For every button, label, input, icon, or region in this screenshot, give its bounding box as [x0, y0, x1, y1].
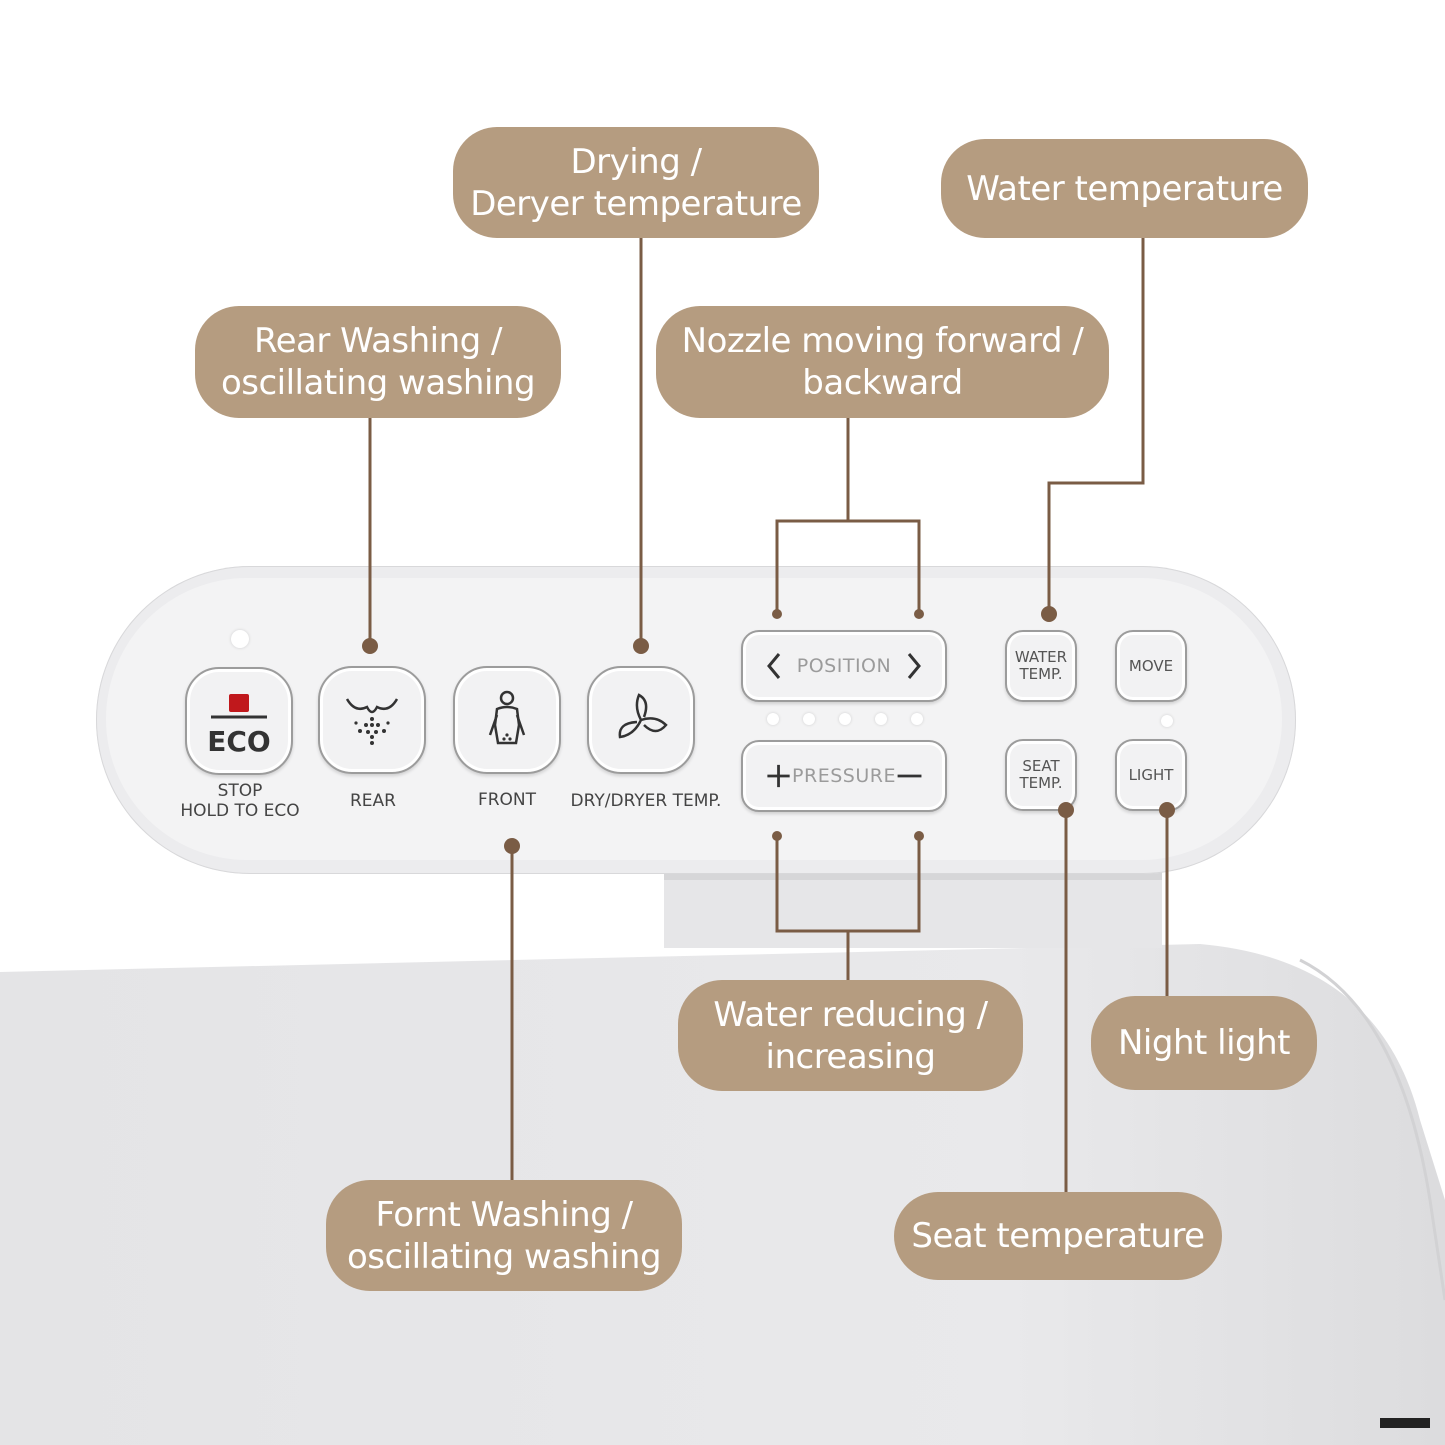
light-button[interactable]: LIGHT [1115, 739, 1187, 811]
callout-water-reducing-line2: increasing [765, 1036, 936, 1077]
callout-night-light-text: Night light [1117, 1023, 1291, 1063]
pressure-led-3 [839, 713, 851, 725]
leader-water-reducing [775, 836, 921, 980]
move-button[interactable]: MOVE [1115, 630, 1187, 702]
pressure-label: PRESSURE [792, 765, 896, 787]
stop-eco-button[interactable]: ECO [185, 667, 293, 775]
callout-nozzle-line1: Nozzle moving forward / [681, 321, 1084, 361]
callout-rear-washing: Rear Washing /oscillating washing [195, 306, 561, 418]
rear-button[interactable] [318, 666, 426, 774]
position-label: POSITION [796, 655, 892, 677]
callout-front-washing: Fornt Washing /oscillating washing [326, 1180, 682, 1291]
callout-water-temperature-text: Water temperature [966, 168, 1283, 209]
leader-water-temp [1047, 238, 1145, 614]
stop-label: STOP HOLD TO ECO [160, 781, 320, 821]
front-label: FRONT [477, 790, 537, 810]
callout-seat-temperature: Seat temperature [894, 1192, 1222, 1280]
light-label: LIGHT [1128, 765, 1174, 784]
pressure-button[interactable]: PRESSURE [741, 740, 947, 812]
callout-water-reducing-line1: Water reducing / [713, 994, 988, 1035]
front-button[interactable] [453, 666, 561, 774]
stop-label-line2: HOLD TO ECO [180, 801, 300, 821]
callout-seat-temperature-text: Seat temperature [911, 1216, 1205, 1256]
fan-icon [618, 693, 668, 739]
seat-temp-line1: SEAT [1022, 757, 1060, 775]
chevron-left-icon[interactable] [765, 651, 783, 681]
water-temp-button[interactable]: WATER TEMP. [1005, 630, 1077, 702]
move-label: MOVE [1128, 656, 1174, 675]
plus-icon[interactable] [765, 759, 792, 793]
callout-rear-line1: Rear Washing / [253, 321, 503, 361]
seat-temp-button[interactable]: SEAT TEMP. [1005, 739, 1077, 811]
callout-drying: Drying /Deryer temperature [453, 127, 819, 238]
callout-night-light: Night light [1091, 996, 1317, 1090]
water-temp-line2: TEMP. [1019, 665, 1063, 683]
seat-temp-line2: TEMP. [1019, 774, 1063, 792]
dry-button[interactable] [587, 666, 695, 774]
eco-text: ECO [207, 725, 271, 758]
water-temp-line1: WATER [1014, 648, 1068, 666]
pressure-led-1 [767, 713, 779, 725]
minus-icon[interactable] [896, 759, 923, 793]
leader-nozzle [775, 418, 921, 614]
pressure-led-4 [875, 713, 887, 725]
status-led [231, 630, 249, 648]
callout-nozzle-line2: backward [802, 363, 963, 403]
callout-water-temperature: Water temperature [941, 139, 1308, 238]
rear-label: REAR [350, 791, 396, 811]
callout-nozzle: Nozzle moving forward /backward [656, 306, 1109, 418]
rear-spray-icon [345, 698, 399, 745]
callout-front-line2: oscillating washing [346, 1236, 662, 1277]
stop-square-icon [211, 694, 267, 719]
callout-drying-line1: Drying / [570, 141, 702, 182]
stop-label-line1: STOP [217, 781, 263, 801]
callout-front-line1: Fornt Washing / [375, 1194, 633, 1235]
pressure-led-2 [803, 713, 815, 725]
dry-label: DRY/DRYER TEMP. [570, 791, 722, 811]
callout-rear-line2: oscillating washing [220, 363, 536, 403]
light-led [1161, 715, 1173, 727]
callout-water-reducing: Water reducing /increasing [678, 980, 1023, 1091]
chevron-right-icon[interactable] [905, 651, 923, 681]
front-person-icon [488, 690, 526, 745]
callout-drying-line2: Deryer temperature [470, 183, 802, 224]
pressure-led-5 [911, 713, 923, 725]
position-button[interactable]: POSITION [741, 630, 947, 702]
